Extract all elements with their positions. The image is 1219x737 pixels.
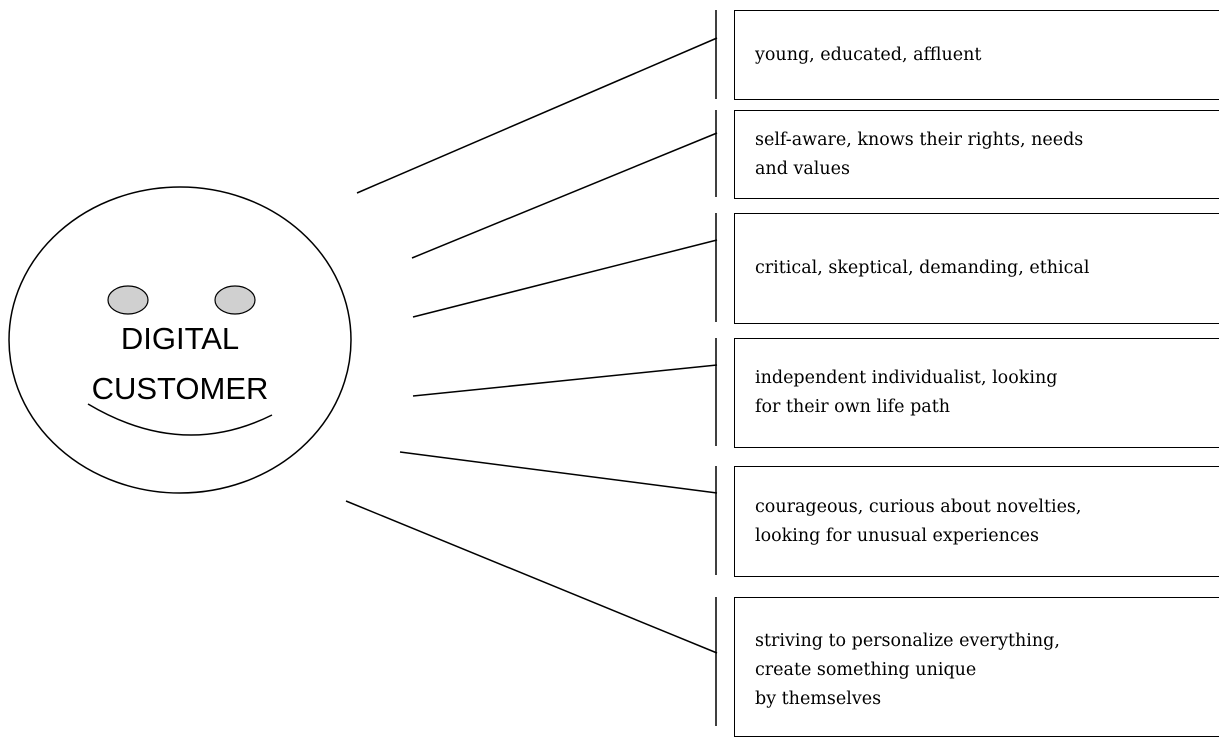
trait-text-5: courageous, curious about novelties, loo… (755, 496, 1082, 546)
connector-line-6 (345, 500, 718, 654)
trait-box-6: striving to personalize everything, crea… (734, 597, 1219, 737)
trait-box-2: self-aware, knows their rights, needs an… (734, 110, 1219, 199)
trait-text-2: self-aware, knows their rights, needs an… (755, 129, 1084, 179)
right-eye (214, 285, 256, 315)
trait-text-4: independent individualist, looking for t… (755, 368, 1058, 417)
left-eye (107, 285, 149, 315)
center-label-line2: CUSTOMER (91, 371, 269, 406)
trait-box-4: independent individualist, looking for t… (734, 338, 1219, 448)
connector-line-3 (412, 239, 718, 318)
trait-text-6: striving to personalize everything, crea… (755, 630, 1060, 709)
connector-line-2 (411, 132, 718, 259)
trait-text-3: critical, skeptical, demanding, ethical (755, 258, 1090, 278)
connector-line-4 (412, 364, 718, 397)
connector-line-5 (399, 451, 718, 494)
trait-box-1: young, educated, affluent (734, 10, 1219, 100)
trait-box-3: critical, skeptical, demanding, ethical (734, 213, 1219, 324)
customer-face-circle (8, 186, 352, 494)
trait-text-1: young, educated, affluent (755, 44, 982, 65)
connector-line-1 (356, 37, 718, 194)
center-label-line1: DIGITAL (120, 321, 240, 356)
trait-box-5: courageous, curious about novelties, loo… (734, 466, 1219, 577)
smile-mouth (87, 403, 273, 436)
